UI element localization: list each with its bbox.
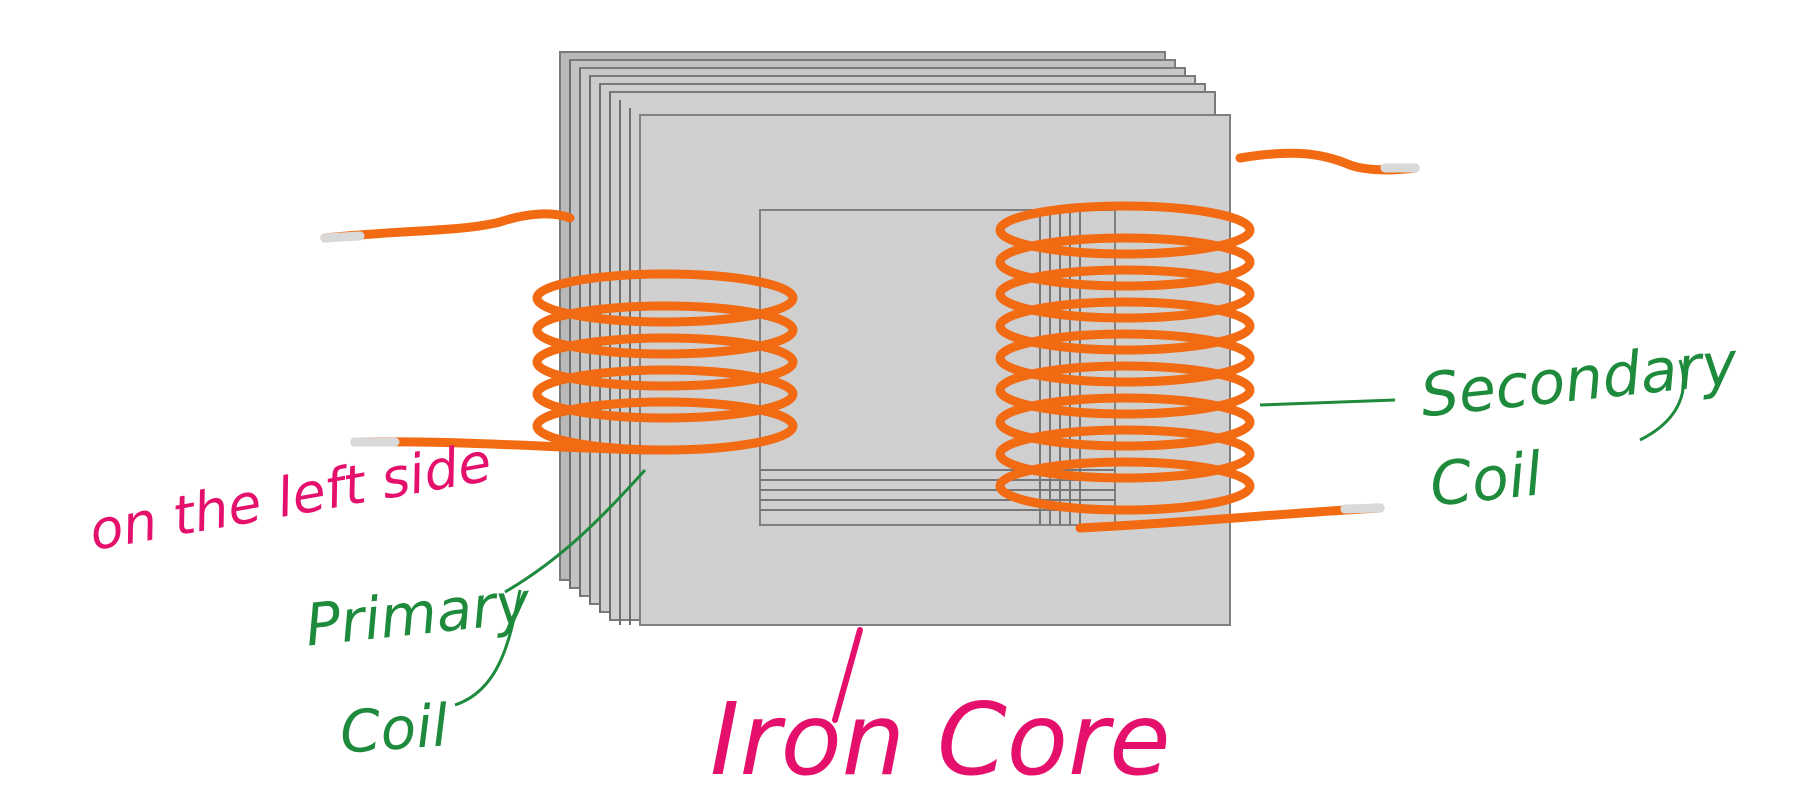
iron-core-face — [639, 114, 1231, 626]
primary-coil — [532, 269, 798, 455]
iron-core-pointer-line — [832, 627, 863, 723]
iron-core-label: Iron Core — [710, 681, 1171, 798]
secondary-coil — [995, 201, 1255, 515]
primary-top-lead — [320, 209, 575, 243]
primary-coil-label-line2: Coil — [337, 691, 451, 767]
secondary-hook — [1639, 359, 1686, 442]
secondary-pointer-line — [1259, 398, 1396, 407]
primary-pointer-line — [504, 468, 647, 594]
secondary-coil-label-line2: Coil — [1426, 439, 1546, 521]
primary-underline-curve — [454, 589, 522, 707]
